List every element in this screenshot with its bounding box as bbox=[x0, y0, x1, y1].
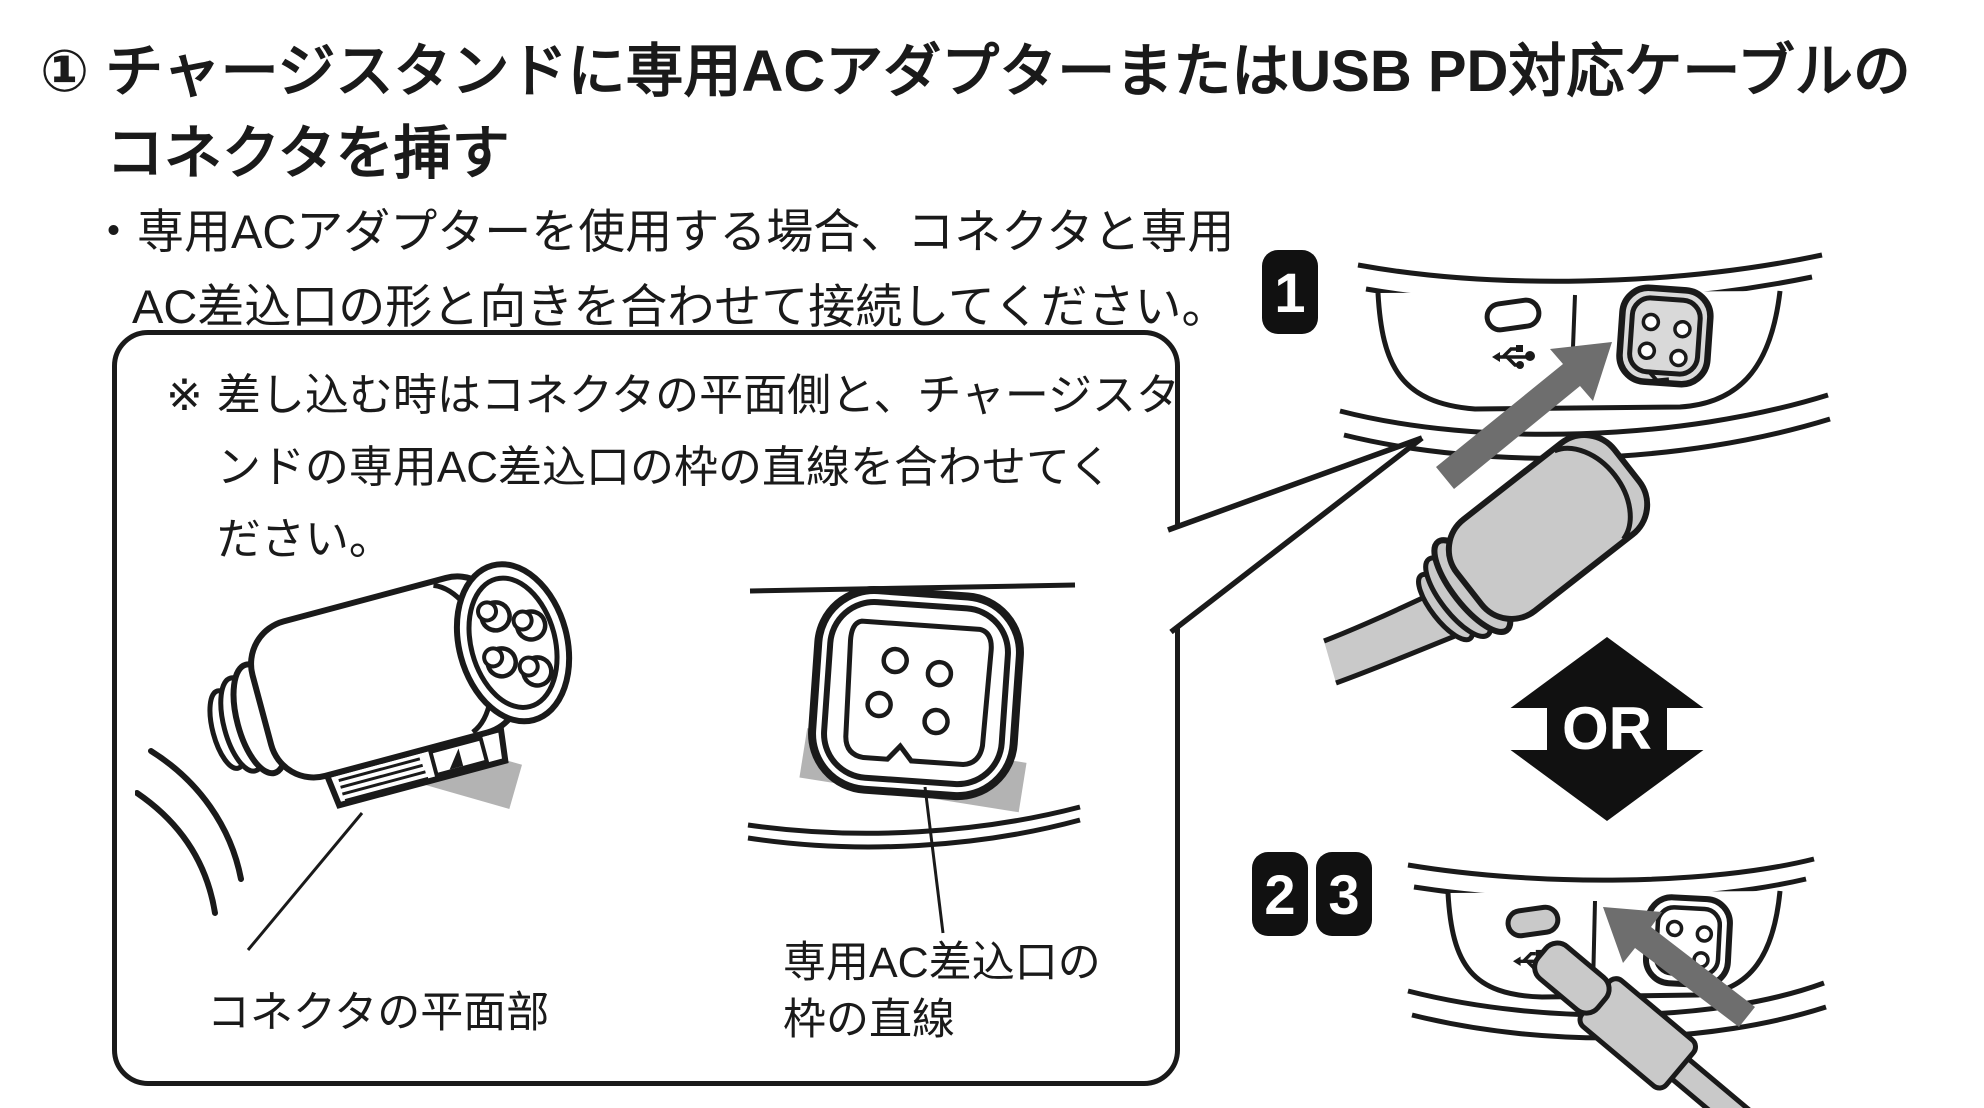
step-title-line1: ① チャージスタンドに専用ACアダプターまたはUSB PD対応ケーブルの bbox=[40, 24, 1911, 108]
charge-stand-ac-illustration bbox=[1323, 252, 1831, 686]
or-diamond: OR bbox=[1482, 637, 1732, 821]
connector-label-leader-line bbox=[246, 812, 364, 951]
note-block: ※ 差し込む時はコネクタの平面側と、チャージスタ ンドの専用AC差込口の枠の直線… bbox=[166, 360, 1180, 576]
connector-cable bbox=[135, 748, 244, 916]
stand-edge-curves bbox=[747, 804, 1081, 850]
usb-c-plug bbox=[1532, 940, 1820, 1108]
ac-socket-illustration bbox=[747, 582, 1081, 934]
usb-c-port bbox=[1505, 904, 1561, 939]
note-text: 差し込む時はコネクタの平面側と、チャージスタ ンドの専用AC差込口の枠の直線を合… bbox=[217, 360, 1180, 576]
insert-direction-arrow bbox=[1603, 907, 1755, 1027]
bullet-marker: ・ bbox=[90, 205, 137, 258]
ac-connector-illustration bbox=[135, 561, 573, 951]
step-badge-3: 3 bbox=[1316, 852, 1372, 936]
note-line3: ださい。 bbox=[216, 515, 393, 564]
connector-pins bbox=[476, 600, 554, 688]
flat-side-ridges bbox=[338, 757, 429, 803]
step-badge-2: 2 bbox=[1252, 852, 1308, 936]
step-number-circled: ① bbox=[40, 39, 90, 104]
socket-frame-label: 専用AC差込口の 枠の直線 bbox=[783, 939, 1101, 1044]
embossed-arrow-icon bbox=[427, 735, 490, 778]
note-line2: ンドの専用AC差込口の枠の直線を合わせてく bbox=[216, 443, 1113, 492]
note-line1: 差し込む時はコネクタの平面側と、チャージスタ bbox=[216, 371, 1181, 420]
ac-adapter-plug bbox=[1416, 432, 1651, 643]
note-marker: ※ bbox=[166, 371, 203, 420]
bullet-line2: AC差込口の形と向きを合わせて接続してください。 bbox=[132, 280, 1229, 333]
step-title-line2: コネクタを挿す bbox=[106, 121, 510, 186]
step-badge-1: 1 bbox=[1262, 250, 1318, 334]
panel-divider-line bbox=[1571, 294, 1577, 348]
ac-socket-port bbox=[1616, 284, 1714, 388]
connector-flat-label: コネクタの平面部 bbox=[207, 989, 550, 1037]
socket-label-leader-line bbox=[923, 786, 945, 934]
usb-c-port bbox=[1484, 297, 1542, 333]
or-label: OR bbox=[1562, 695, 1652, 762]
charge-stand-usb-illustration bbox=[1407, 856, 1827, 1108]
socket-outer-frame bbox=[808, 586, 1024, 801]
callout-pointer bbox=[1167, 435, 1424, 635]
insert-direction-arrow bbox=[1436, 342, 1612, 489]
socket-inner-face bbox=[843, 618, 994, 768]
step-title-text: チャージスタンドに専用ACアダプターまたはUSB PD対応ケーブルの bbox=[105, 39, 1911, 104]
bullet-line1: ・専用ACアダプターを使用する場合、コネクタと専用 bbox=[90, 205, 1235, 258]
socket-holes bbox=[865, 646, 954, 736]
usb-icon bbox=[1492, 345, 1535, 369]
